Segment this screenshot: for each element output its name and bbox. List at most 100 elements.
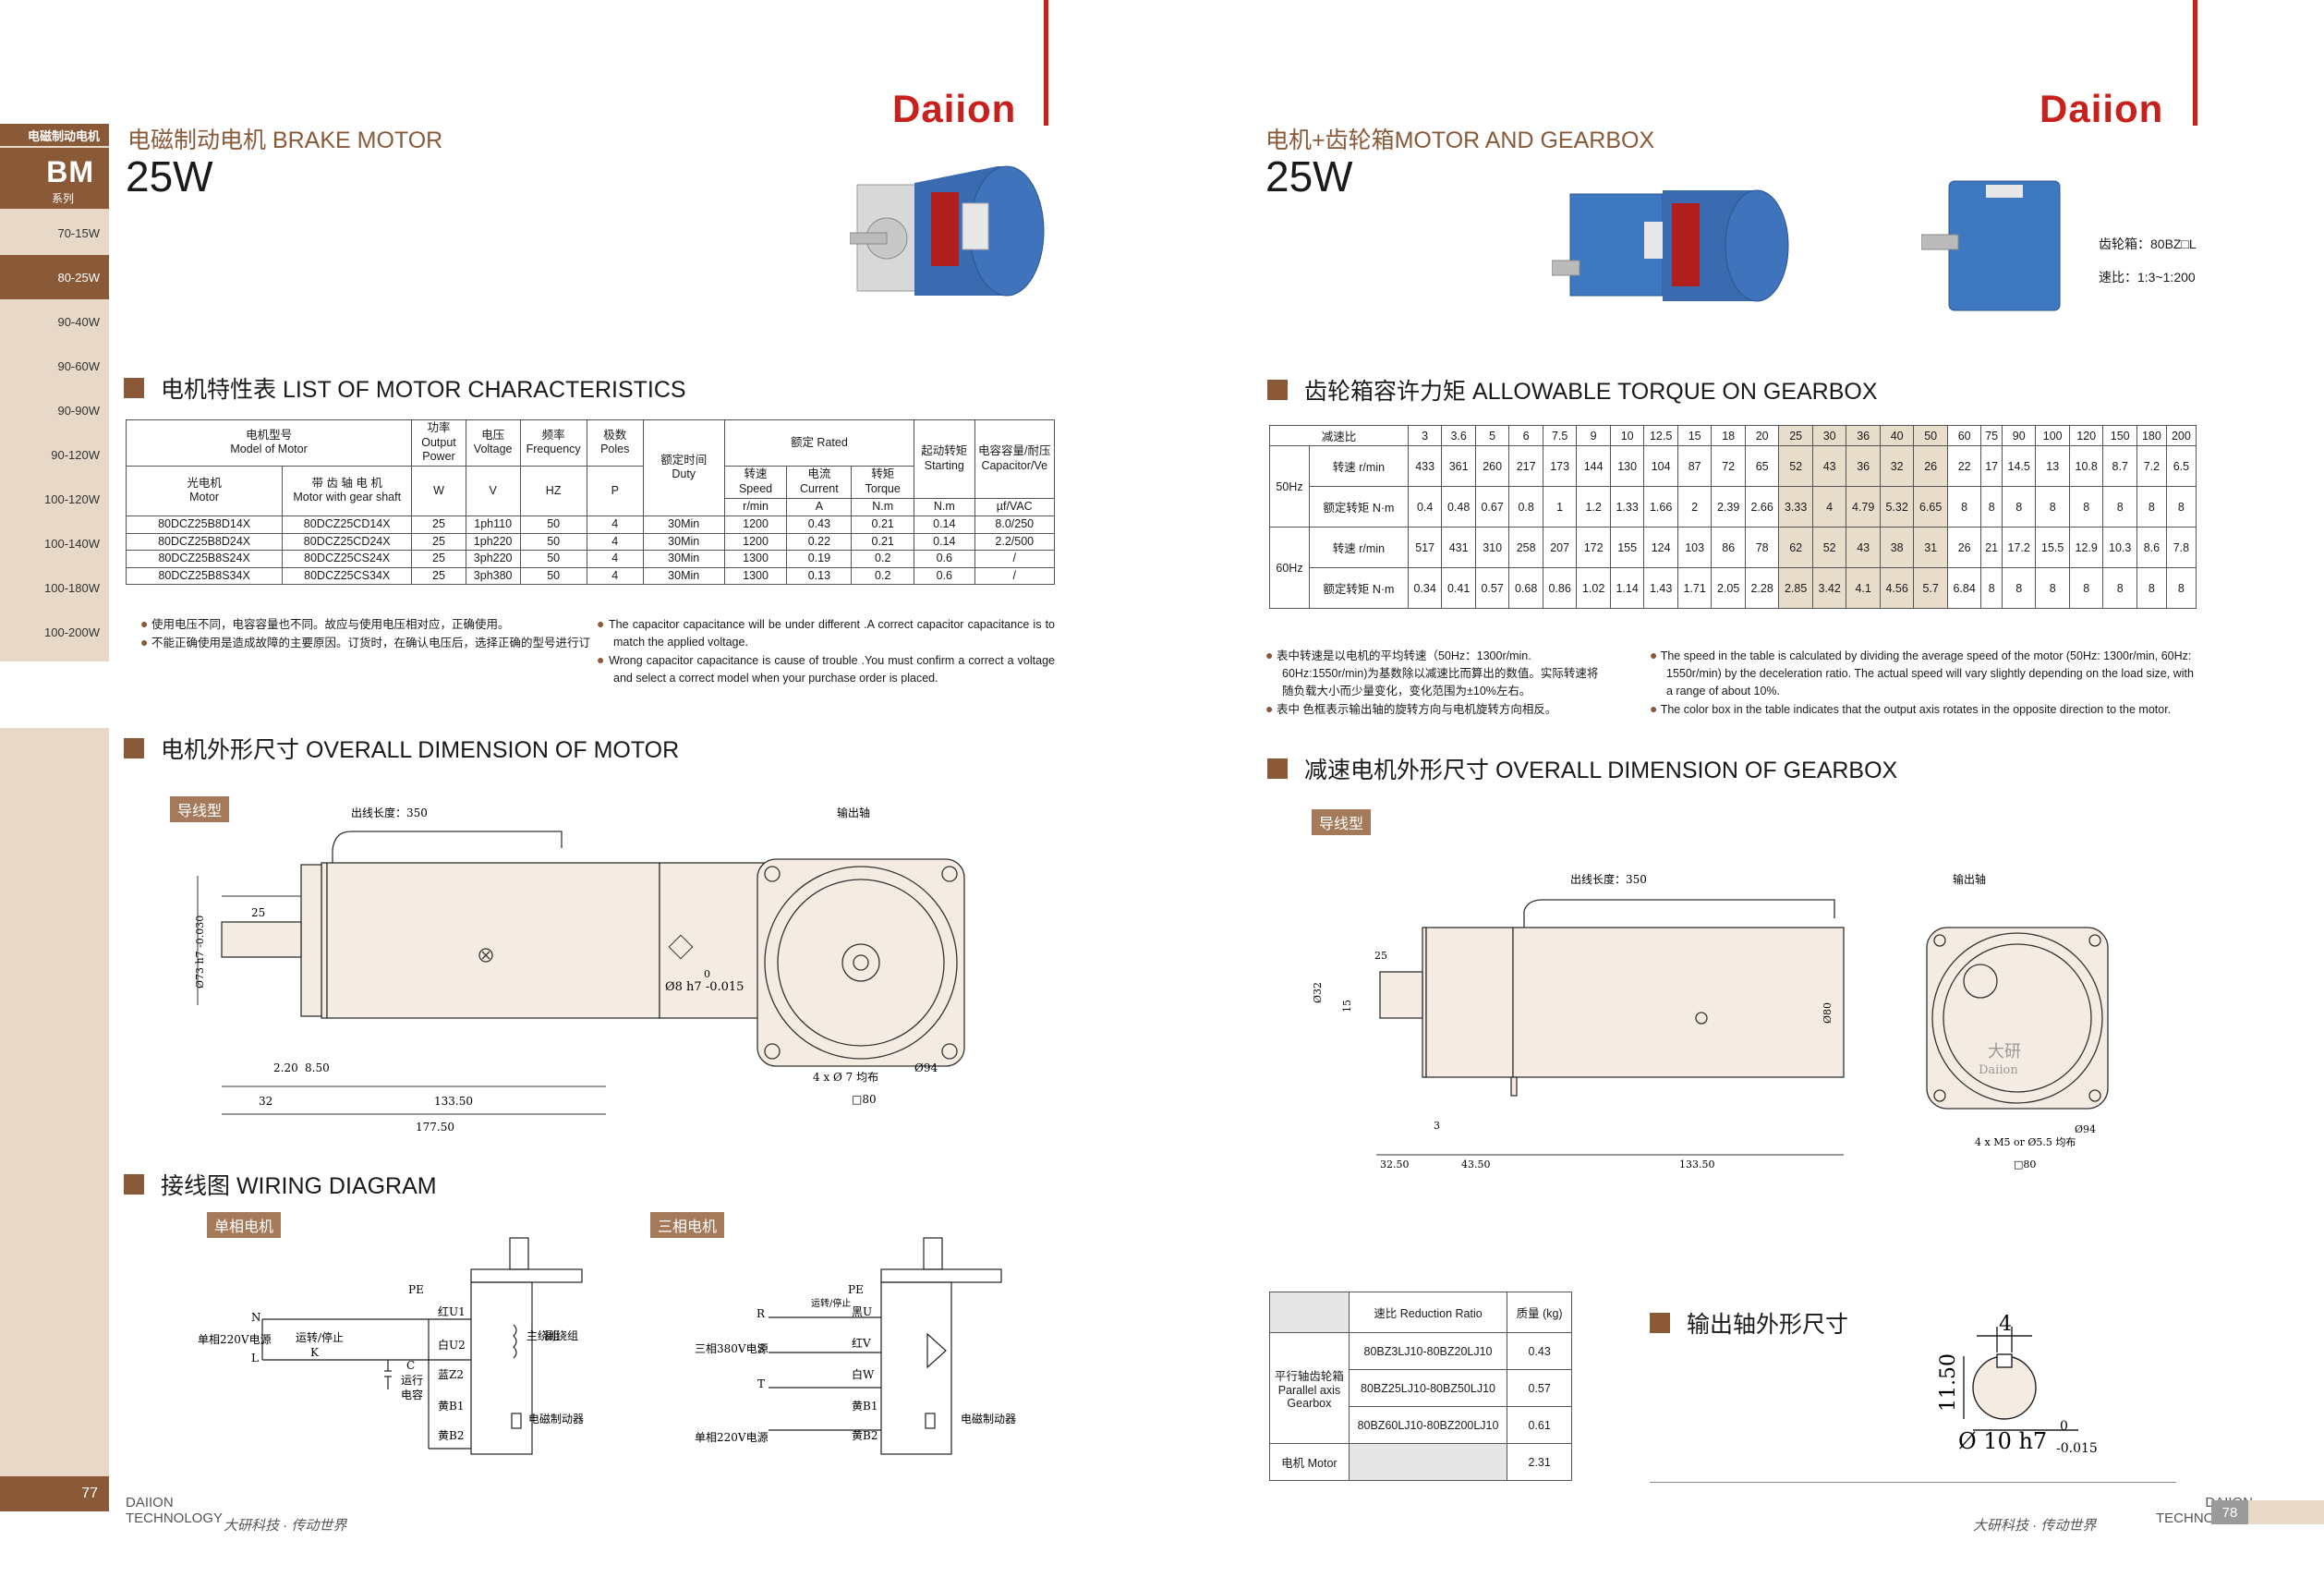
th-w: W — [411, 465, 466, 516]
th-cur: 电流 — [807, 467, 831, 481]
nav-item[interactable]: 90-40W — [57, 314, 100, 329]
gdim-3250: 32.50 — [1380, 1158, 1410, 1171]
dim-25: 25 — [251, 906, 265, 919]
torque-cell: 8 — [2165, 486, 2197, 528]
note-cn-r2: 表中 色框表示输出轴的旋转方向与电机旋转方向相反。 — [1276, 703, 1557, 716]
section-title: 齿轮箱容许力矩 ALLOWABLE TORQUE ON GEARBOX — [1304, 379, 1878, 405]
footer-slogan-right: 大研科技 · 传动世界 — [1973, 1518, 2097, 1534]
torque-cell: 50Hz — [1269, 445, 1310, 528]
unit-nm2: N.m — [914, 497, 975, 516]
motor-cell: 0.43 — [786, 515, 853, 534]
gdim-4350: 43.50 — [1461, 1158, 1491, 1171]
wt-row: 80BZ25LJ10-80BZ50LJ10 — [1348, 1369, 1508, 1407]
label-w: 白W — [852, 1367, 875, 1381]
torque-cell: 0.57 — [1474, 567, 1510, 609]
wiring-diagram-single: N L PE 单相220V电源 运转/停止 K C 运行 电容 红U1 白U2 … — [198, 1237, 584, 1455]
torque-cell: 361 — [1441, 445, 1476, 487]
label-b1: 黄B1 — [438, 1400, 464, 1413]
label-s: S — [757, 1342, 765, 1355]
motor-cell: 0.21 — [851, 532, 915, 552]
nav-item[interactable]: 90-60W — [57, 358, 100, 373]
nav-item[interactable]: 100-140W — [44, 536, 100, 551]
th-duty: 额定时间 — [660, 453, 708, 467]
daiion-logo-left: Daiion — [892, 87, 1017, 130]
motor-cell: 80DCZ25B8S34X — [125, 566, 284, 586]
torque-cell: 217 — [1508, 445, 1543, 487]
torque-cell: 3.6 — [1441, 425, 1476, 446]
torque-cell: 8 — [2165, 567, 2197, 609]
torque-cell: 172 — [1576, 527, 1611, 568]
nav-item[interactable]: 90-90W — [57, 403, 100, 418]
series-sub: 系列 — [52, 192, 75, 205]
motor-cell: 0.14 — [914, 532, 975, 552]
torque-cell: 7.2 — [2136, 445, 2167, 487]
motor-cell: 50 — [519, 532, 587, 552]
torque-cell: 60 — [1946, 425, 1982, 446]
torque-cell: 8 — [2035, 567, 2070, 609]
torque-cell: 75 — [1980, 425, 2003, 446]
th-cap: 电容容量/耐压 — [978, 444, 1051, 458]
section-torque: 齿轮箱容许力矩 ALLOWABLE TORQUE ON GEARBOX — [1267, 373, 1878, 406]
nav-item[interactable]: 70-15W — [57, 225, 100, 240]
gdim-25: 25 — [1374, 950, 1387, 962]
torque-cell: 2.39 — [1711, 486, 1746, 528]
section-output-shaft: 输出轴外形尺寸 — [1650, 1306, 1848, 1340]
notes-cn-right: ● 表中转速是以电机的平均转速（50Hz：1300r/min. 60Hz:155… — [1265, 648, 1599, 716]
motor-cell: 4 — [586, 515, 644, 534]
gearbox-dimension-drawing: 出线长度：350 25 Ø32 15 Ø80 3 32.50 43.50 133… — [1312, 872, 2109, 1171]
wt-h-ratio: 速比 Reduction Ratio — [1348, 1292, 1508, 1333]
shaft-width: 4 — [1999, 1313, 2012, 1336]
th-power: 功率 — [427, 421, 451, 434]
label-main: 主绕组 — [527, 1329, 560, 1342]
th-cap-en: Capacitor/Ve — [981, 458, 1048, 472]
torque-cell: 8 — [2068, 567, 2104, 609]
motor-cell: 30Min — [642, 550, 725, 568]
torque-cell: 1.02 — [1576, 567, 1611, 609]
nav-item[interactable]: 100-120W — [44, 491, 100, 506]
motor-cell: 0.6 — [914, 566, 975, 586]
motor-cell: 80DCZ25CD14X — [282, 515, 413, 534]
motor-cell: 8.0/250 — [974, 515, 1055, 534]
th-volt: 电压 — [481, 428, 505, 442]
torque-cell: 10.8 — [2068, 445, 2104, 487]
nav-item[interactable]: 90-120W — [51, 447, 100, 462]
th-start-en: Starting — [924, 458, 964, 472]
th-rated: 额定 Rated — [723, 419, 915, 467]
motor-cell: 80DCZ25B8S24X — [125, 550, 284, 568]
torque-cell: 6.84 — [1946, 567, 1982, 609]
notes-en-left: ● The capacitor capacitance will be unde… — [597, 616, 1055, 685]
torque-cell: 10 — [1609, 425, 1645, 446]
torque-cell: 0.41 — [1441, 567, 1476, 609]
label-brake3: 电磁制动器 — [961, 1412, 1016, 1425]
nav-item[interactable]: 100-180W — [44, 580, 100, 595]
torque-cell: 8 — [2102, 486, 2137, 528]
label-sw3: 运转/停止 — [811, 1297, 851, 1309]
section-square — [1650, 1313, 1670, 1333]
th-hz: HZ — [519, 465, 587, 516]
gdim-holes: 4 x M5 or Ø5.5 均布 — [1975, 1136, 2076, 1148]
torque-cell: 72 — [1711, 445, 1746, 487]
motor-cell: 3ph380 — [465, 566, 521, 586]
torque-cell: 52 — [1811, 527, 1847, 568]
gdim-brand-en: Daiion — [1979, 1063, 2018, 1077]
motor-cell: 80DCZ25B8D14X — [125, 515, 284, 534]
note-cn-2: 不能正确使用是造成故障的主要原因。订货时，在确认电压后，选择正确的型号进行订 — [151, 637, 590, 649]
torque-cell: 258 — [1508, 527, 1543, 568]
torque-cell: 8 — [2136, 486, 2167, 528]
gdim-sq80: □80 — [2014, 1158, 2036, 1171]
th-tor: 转矩 — [871, 467, 895, 481]
nav-item[interactable]: 100-200W — [44, 625, 100, 639]
torque-cell: 17.2 — [2001, 527, 2037, 568]
section-title: 电机外形尺寸 OVERALL DIMENSION OF MOTOR — [161, 737, 680, 763]
motor-cell: 3ph220 — [465, 550, 521, 568]
label-pe3: PE — [848, 1283, 864, 1296]
torque-cell: 2.05 — [1711, 567, 1746, 609]
th-model: 电机型号 — [246, 428, 293, 442]
torque-cell: 8 — [2001, 567, 2037, 609]
torque-cell: 13 — [2035, 445, 2070, 487]
nav-item-active[interactable]: 80-25W — [0, 255, 109, 299]
torque-cell: 78 — [1744, 527, 1780, 568]
